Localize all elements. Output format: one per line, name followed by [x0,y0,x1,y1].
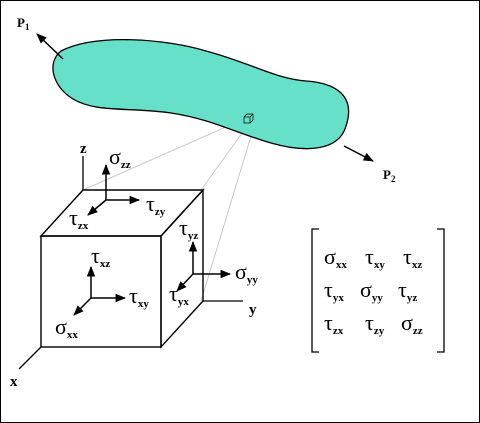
front-face-arrows [73,265,127,316]
p1-arrow [36,33,64,60]
sigma-xx-label: σxx [55,314,78,341]
matrix-cell: τzy [365,310,385,337]
top-face-arrows [87,163,141,216]
material-element-icon [243,113,254,124]
matrix-cell: τyz [398,277,417,304]
coordinate-axes [18,156,243,370]
matrix-brackets [311,228,445,353]
tau-yx-label: τyx [169,281,189,308]
p2-label: P2 [383,167,396,184]
side-face-arrows [176,240,232,292]
stress-tensor-matrix: σxx τxy τxz τyx σyy τyz τzx τzy σzz [324,244,423,337]
y-axis-label: y [249,302,257,318]
tau-yz-label: τyz [179,215,198,242]
matrix-cell: τyx [324,277,344,304]
matrix-cell: σxx [324,244,347,271]
x-axis-label: x [10,374,18,390]
tau-zy-label: τzy [146,191,166,218]
tau-xz-label: τxz [91,243,110,270]
p1-label: P1 [17,15,30,32]
deformable-body [52,38,350,150]
sigma-zz-label: σzz [109,144,131,171]
matrix-cell: τxy [365,244,385,271]
tau-xy-label: τxy [129,283,149,310]
tau-zx-label: τzx [69,205,89,232]
p2-arrow [343,145,374,162]
matrix-cell: τzx [324,310,344,337]
sigma-yy-label: σyy [235,259,258,286]
matrix-cell: σzz [401,310,423,337]
matrix-cell: σyy [360,277,383,304]
z-axis-label: z [80,141,87,157]
matrix-cell: τxz [403,244,422,271]
